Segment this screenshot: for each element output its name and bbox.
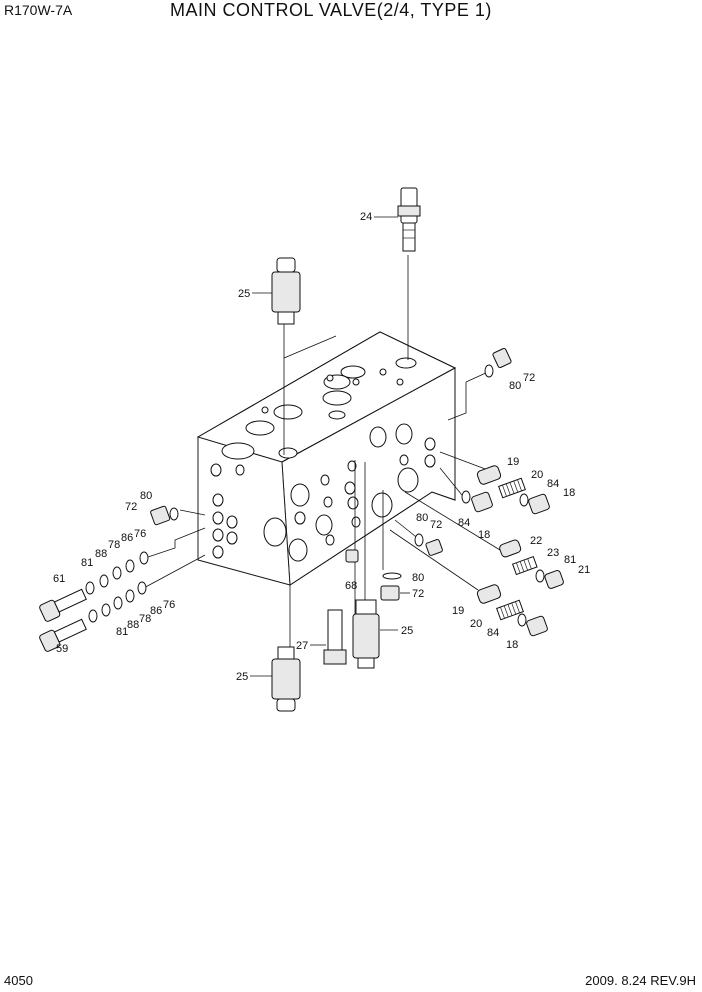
page-title: MAIN CONTROL VALVE(2/4, TYPE 1)	[170, 0, 492, 20]
callout-25: 25	[236, 671, 248, 683]
callout-80: 80	[412, 572, 424, 584]
callout-25: 25	[238, 288, 250, 300]
callout-25: 25	[401, 625, 413, 637]
left-side-parts	[39, 505, 179, 652]
callout-72: 72	[523, 372, 535, 384]
callout-19: 19	[452, 605, 464, 617]
callout-76: 76	[134, 528, 146, 540]
leader-lines	[139, 255, 501, 650]
callout-18: 18	[506, 639, 518, 651]
callout-81: 81	[81, 557, 93, 569]
callout-84: 84	[487, 627, 499, 639]
callout-72: 72	[412, 588, 424, 600]
callout-18: 18	[478, 529, 490, 541]
relief-valve-25-bottom-right	[352, 599, 380, 669]
callout-80: 80	[416, 512, 428, 524]
callout-86: 86	[150, 605, 162, 617]
callout-20: 20	[531, 469, 543, 481]
relief-valve-25-bottom-left	[271, 646, 301, 712]
callout-76: 76	[163, 599, 175, 611]
callout-80: 80	[140, 490, 152, 502]
plug-68	[345, 549, 359, 563]
callout-78: 78	[139, 613, 151, 625]
plug-27	[323, 609, 347, 665]
callout-18: 18	[563, 487, 575, 499]
callout-labels: 24 25 72 80 19 20 84 18 84 18 80 72 22 8…	[53, 211, 590, 683]
relief-valve-25-top	[271, 257, 301, 325]
callout-84: 84	[547, 478, 559, 490]
callout-81: 81	[116, 626, 128, 638]
valve-body	[196, 331, 457, 586]
callout-86: 86	[121, 532, 133, 544]
callout-80: 80	[509, 380, 521, 392]
right-side-parts	[380, 347, 564, 637]
callout-23: 23	[547, 547, 559, 559]
callout-19: 19	[507, 456, 519, 468]
callout-20: 20	[470, 618, 482, 630]
callout-61: 61	[53, 573, 65, 585]
revision-date: 2009. 8.24 REV.9H	[585, 973, 696, 988]
callout-59: 59	[56, 643, 68, 655]
callout-22: 22	[530, 535, 542, 547]
callout-88: 88	[95, 548, 107, 560]
callout-84: 84	[458, 517, 470, 529]
model-code: R170W-7A	[4, 2, 73, 18]
callout-24: 24	[360, 211, 372, 223]
callout-81: 81	[564, 554, 576, 566]
callout-72: 72	[430, 519, 442, 531]
callout-68: 68	[345, 580, 357, 592]
callout-72: 72	[125, 501, 137, 513]
callout-78: 78	[108, 539, 120, 551]
callout-88: 88	[127, 619, 139, 631]
relief-valve-24	[397, 187, 421, 252]
callout-21: 21	[578, 564, 590, 576]
page-number: 4050	[4, 973, 33, 988]
callout-27: 27	[296, 640, 308, 652]
